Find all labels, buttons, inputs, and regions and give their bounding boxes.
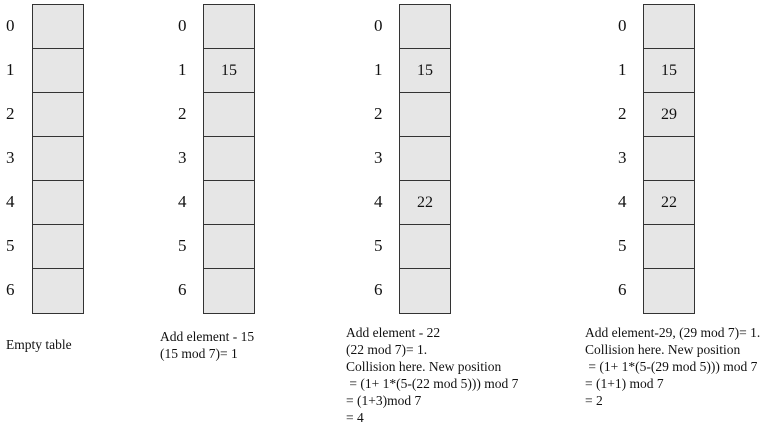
table-cell (400, 137, 450, 181)
table-cell (204, 5, 254, 49)
table-cell (204, 93, 254, 137)
slot-index-label: 0 (6, 16, 15, 35)
table-cell (644, 269, 694, 313)
slot-index-label: 1 (6, 60, 15, 79)
slot-index-label: 4 (6, 192, 15, 211)
table-cell (644, 137, 694, 181)
table-cell: 29 (644, 93, 694, 137)
table-cell (33, 137, 83, 181)
slot-index-label: 5 (178, 236, 187, 255)
slot-index-label: 1 (374, 60, 383, 79)
table-cell: 22 (400, 181, 450, 225)
table-cell (204, 137, 254, 181)
table-cell: 15 (400, 49, 450, 93)
caption-line: Add element - 22 (346, 325, 441, 340)
slot-index-label: 2 (178, 104, 187, 123)
table-cell (33, 5, 83, 49)
slot-index-label: 6 (618, 280, 627, 299)
table-cell (33, 93, 83, 137)
caption-line: = 4 (346, 410, 364, 425)
slot-index-label: 5 (6, 236, 15, 255)
slot-index-label: 4 (374, 192, 383, 211)
table-cell (204, 269, 254, 313)
caption-line: = (1+1) mod 7 (585, 376, 664, 391)
slot-index-label: 2 (374, 104, 383, 123)
slot-index-label: 1 (618, 60, 627, 79)
slot-index-label: 0 (374, 16, 383, 35)
slot-index-label: 0 (178, 16, 187, 35)
slot-index-label: 5 (618, 236, 627, 255)
caption-line: = (1+3)mod 7 (346, 393, 422, 408)
hash-table-column: 15 (203, 4, 255, 314)
table-cell (33, 225, 83, 269)
slot-index-label: 3 (618, 148, 627, 167)
slot-index-label: 4 (178, 192, 187, 211)
slot-index-label: 6 (6, 280, 15, 299)
slot-index-label: 0 (618, 16, 627, 35)
slot-index-label: 3 (374, 148, 383, 167)
hash-table-column (32, 4, 84, 314)
caption-line: Add element - 15 (160, 329, 255, 344)
slot-index-label: 2 (6, 104, 15, 123)
table-cell: 15 (204, 49, 254, 93)
slot-index-label: 5 (374, 236, 383, 255)
slot-index-label: 6 (178, 280, 187, 299)
table-cell (204, 181, 254, 225)
table-cell (33, 181, 83, 225)
table-cell (400, 5, 450, 49)
caption-line: (22 mod 7)= 1. (346, 342, 428, 357)
table-cell (400, 93, 450, 137)
slot-index-label: 3 (6, 148, 15, 167)
caption-line: = 2 (585, 393, 603, 408)
slot-index-label: 6 (374, 280, 383, 299)
caption-line: = (1+ 1*(5-(22 mod 5))) mod 7 (346, 376, 519, 391)
table-cell (644, 225, 694, 269)
table-cell: 15 (644, 49, 694, 93)
caption-line: Collision here. New position (585, 342, 741, 357)
table-cell (204, 225, 254, 269)
slot-index-label: 4 (618, 192, 627, 211)
table-cell (33, 49, 83, 93)
caption-line: (15 mod 7)= 1 (160, 346, 238, 361)
caption-line: Collision here. New position (346, 359, 502, 374)
caption-line: Add element-29, (29 mod 7)= 1. (585, 325, 761, 340)
slot-index-label: 1 (178, 60, 187, 79)
table-cell (400, 225, 450, 269)
table-cell (33, 269, 83, 313)
caption-line: Empty table (6, 337, 72, 352)
caption-line: = (1+ 1*(5-(29 mod 5))) mod 7 (585, 359, 758, 374)
slot-index-label: 3 (178, 148, 187, 167)
table-cell (400, 269, 450, 313)
table-cell (644, 5, 694, 49)
slot-index-label: 2 (618, 104, 627, 123)
table-cell: 22 (644, 181, 694, 225)
